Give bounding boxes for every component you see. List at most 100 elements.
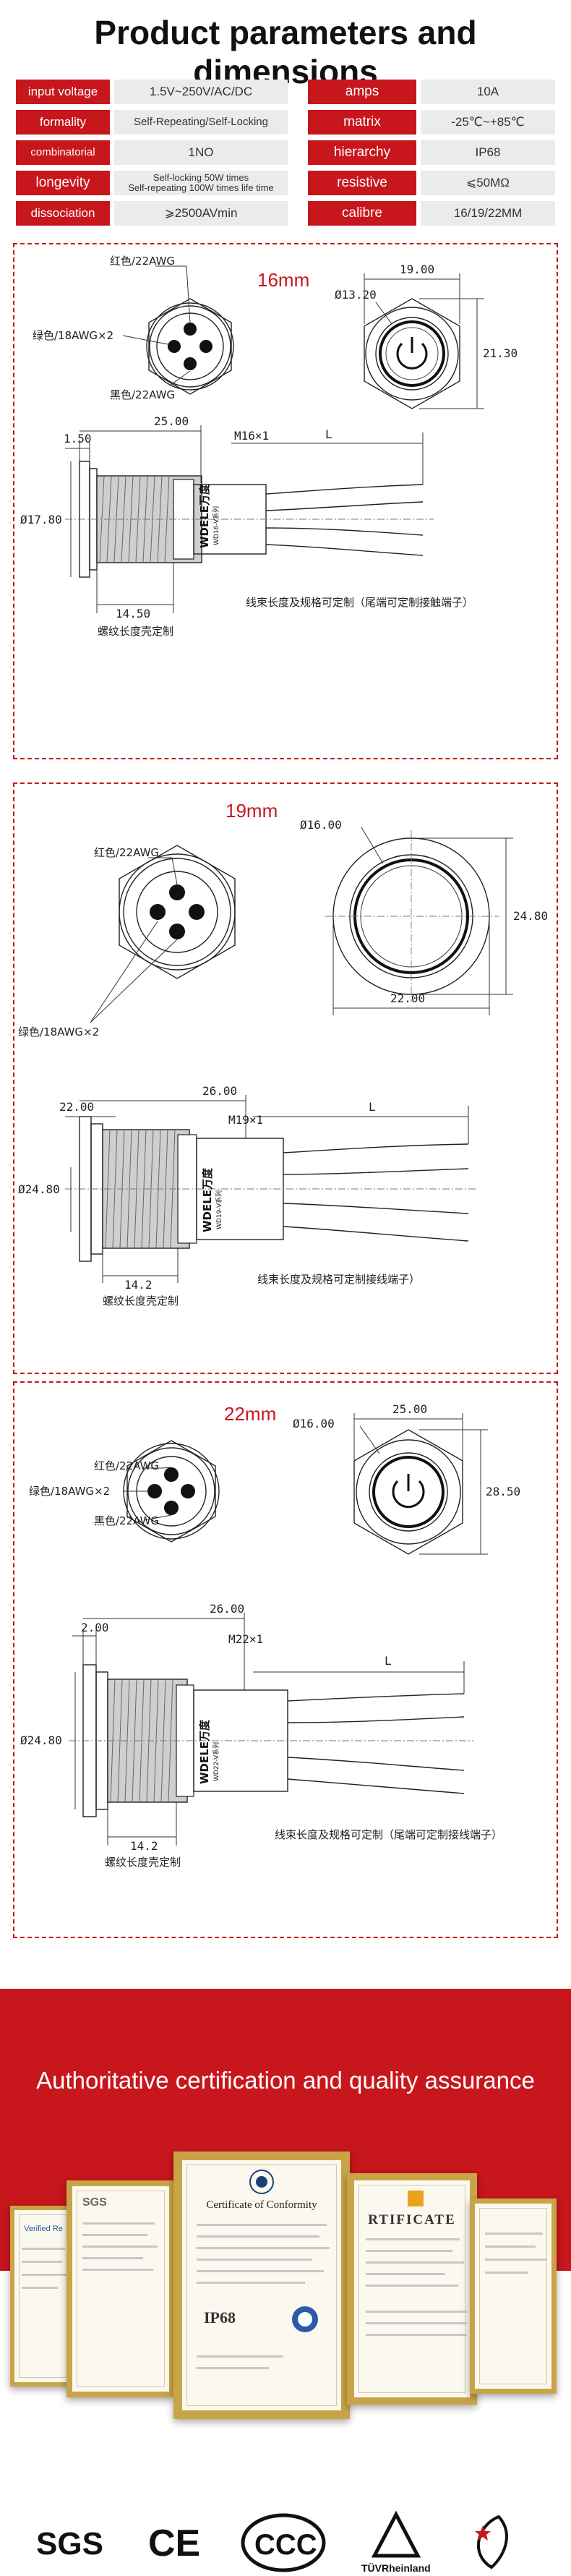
wire-black-label: 黑色/22AWG xyxy=(110,388,175,401)
certificate-frame: Certificate of Conformity IP68 xyxy=(173,2151,350,2419)
wire-black-label: 黑色/22AWG xyxy=(94,1514,159,1527)
certificate-frame: SGS xyxy=(66,2180,175,2397)
parameters-table: input voltage 1.5V~250V/AC/DC amps 10A f… xyxy=(16,80,555,231)
dim-body-diameter: Ø24.80 xyxy=(18,1182,60,1196)
panel-title: 22mm xyxy=(224,1403,276,1425)
dim-length: 25.00 xyxy=(154,414,189,428)
svg-text:WD16-V系列: WD16-V系列 xyxy=(212,506,220,545)
param-label: amps xyxy=(308,80,416,104)
param-row: longevity Self-locking 50W times Self-re… xyxy=(16,171,555,195)
param-row: combinatorial 1NO hierarchy IP68 xyxy=(16,140,555,165)
panel-title: 16mm xyxy=(257,269,309,291)
dim-thread-length: 14.50 xyxy=(116,607,150,620)
dim-head-thickness: 2.00 xyxy=(81,1621,109,1634)
certificate-frame: RTIFICATE xyxy=(347,2173,477,2405)
sgs-logo: SGS xyxy=(36,2526,103,2562)
svg-text:CCC: CCC xyxy=(254,2529,317,2561)
certification-title: Authoritative certification and quality … xyxy=(36,2067,535,2094)
certificate-rating: IP68 xyxy=(204,2308,236,2326)
dim-hole-diameter: Ø16.00 xyxy=(293,1417,335,1430)
dim-thread: M19×1 xyxy=(228,1113,263,1127)
dim-hole-diameter: Ø13.20 xyxy=(335,288,377,302)
ce-logo: CE xyxy=(148,2522,200,2564)
wire-green-label: 绿色/18AWG×2 xyxy=(29,1485,110,1498)
wire-red-label: 红色/22AWG xyxy=(94,1459,159,1472)
star-mark-icon xyxy=(475,2515,508,2569)
param-value: Self-Repeating/Self-Locking xyxy=(114,110,288,135)
wire-red-label: 红色/22AWG xyxy=(94,846,159,859)
param-row: input voltage 1.5V~250V/AC/DC amps 10A xyxy=(16,80,555,104)
param-value: -25℃~+85℃ xyxy=(421,110,555,135)
brand-mark: WDELE万度 WD19-V系列 xyxy=(201,1167,223,1232)
param-label: resistive xyxy=(308,171,416,195)
dim-head-thickness: 22.00 xyxy=(59,1100,94,1114)
certificate-heading: SGS xyxy=(82,2196,107,2209)
thread-length-note: 螺纹长度壳定制 xyxy=(105,1856,181,1869)
dim-height: 21.30 xyxy=(483,346,518,360)
dim-wire-length: L xyxy=(385,1654,392,1668)
dim-thread-length: 14.2 xyxy=(124,1278,153,1292)
svg-text:WD19-V系列: WD19-V系列 xyxy=(215,1190,223,1229)
svg-text:WDELE万度: WDELE万度 xyxy=(201,1167,214,1232)
dim-hole-diameter: Ø16.00 xyxy=(300,818,342,832)
front-view-drawing xyxy=(353,1413,488,1555)
dim-wire-length: L xyxy=(369,1100,376,1114)
certification-section: Authoritative certification and quality … xyxy=(0,1989,571,2459)
dim-thread: M22×1 xyxy=(228,1632,263,1646)
certificate-frame: Verified Re xyxy=(10,2206,77,2387)
wire-red-label: 红色/22AWG xyxy=(110,255,175,268)
dim-head-thickness: 1.50 xyxy=(64,432,92,445)
dim-length: 26.00 xyxy=(202,1084,237,1098)
param-value: 10A xyxy=(421,80,555,104)
param-label: formality xyxy=(16,110,110,135)
certification-logos: SGS CE CCC TÜVRheinland xyxy=(0,2504,571,2576)
dim-thread-length: 14.2 xyxy=(130,1839,158,1853)
dim-body-diameter: Ø24.80 xyxy=(20,1733,62,1747)
param-label: matrix xyxy=(308,110,416,135)
wire-harness-note: 线束长度及规格可定制（尾端可定制接线端子） xyxy=(275,1828,502,1841)
certificate-heading: RTIFICATE xyxy=(368,2212,456,2227)
emblem-icon xyxy=(249,2170,274,2194)
dim-width: 25.00 xyxy=(392,1402,427,1416)
drawing-panel-16mm: 16mm 红色/22AWG 绿色/18AWG×2 黑色/22AWG xyxy=(13,243,558,759)
param-label: input voltage xyxy=(16,80,110,104)
certificate-heading: Certificate of Conformity xyxy=(206,2199,317,2211)
brand-mark: WDELE万度 WD16-V系列 xyxy=(198,483,220,548)
dim-wire-length: L xyxy=(325,427,332,441)
tuv-logo-icon: TÜVRheinland xyxy=(361,2510,431,2574)
param-row: formality Self-Repeating/Self-Locking ma… xyxy=(16,110,555,135)
param-value: 16/19/22MM xyxy=(421,201,555,226)
param-label: combinatorial xyxy=(16,140,110,165)
param-value: ⩾2500AVmin xyxy=(114,201,288,226)
dim-height: 28.50 xyxy=(486,1485,520,1498)
drawing-panel-19mm: 19mm 红色/22AWG 绿色/18AWG×2 xyxy=(13,782,558,1374)
ccc-logo-icon: CCC xyxy=(241,2513,326,2572)
svg-text:WDELE万度: WDELE万度 xyxy=(198,483,211,548)
wire-green-label: 绿色/18AWG×2 xyxy=(33,329,113,342)
side-view-drawing xyxy=(65,1095,477,1283)
side-view-drawing xyxy=(69,1613,473,1846)
param-label: calibre xyxy=(308,201,416,226)
param-label: dissociation xyxy=(16,201,110,226)
param-value: IP68 xyxy=(421,140,555,165)
dim-length: 26.00 xyxy=(210,1602,244,1616)
wire-harness-note: 线束长度及规格可定制（尾端可定制接触端子） xyxy=(246,596,473,609)
certificate-heading: Verified Re xyxy=(24,2225,63,2233)
param-value: 1.5V~250V/AC/DC xyxy=(114,80,288,104)
drawing-panel-22mm: 22mm 红色/22AWG 绿色/18AWG×2 黑色/22AWG xyxy=(13,1381,558,1938)
side-view-drawing xyxy=(65,425,434,613)
front-view-drawing xyxy=(325,827,513,1015)
wire-green-label: 绿色/18AWG×2 xyxy=(18,1025,99,1038)
seal-icon xyxy=(292,2306,318,2332)
rear-view-drawing xyxy=(90,845,236,1023)
brand-mark: WDELE万度 WD22-V系列 xyxy=(198,1719,220,1784)
thread-length-note: 螺纹长度壳定制 xyxy=(103,1295,179,1308)
certificate-logo-icon xyxy=(408,2191,424,2206)
dim-body-diameter: Ø17.80 xyxy=(20,513,62,526)
dim-width: 22.00 xyxy=(390,991,425,1005)
param-row: dissociation ⩾2500AVmin calibre 16/19/22… xyxy=(16,201,555,226)
page-title: Product parameters and dimensions xyxy=(94,14,477,90)
rear-view-drawing xyxy=(123,1440,220,1543)
dim-thread: M16×1 xyxy=(234,429,269,443)
